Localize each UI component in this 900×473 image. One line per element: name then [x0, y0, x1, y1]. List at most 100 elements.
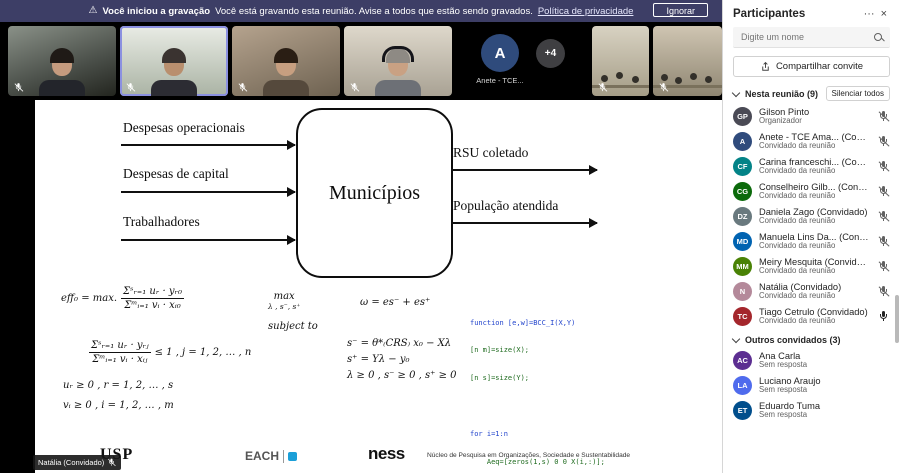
- participant-row-meiry[interactable]: MM Meiry Mesquita (Convidado)Convidado d…: [723, 254, 900, 279]
- search-icon: [872, 31, 884, 43]
- participant-role: Organizador: [759, 117, 802, 126]
- participant-name: Eduardo Tuma: [759, 400, 820, 411]
- avatar: ET: [733, 401, 752, 420]
- section-other-invitees[interactable]: Outros convidados (3): [723, 329, 900, 348]
- warning-icon: ⚠: [88, 5, 98, 16]
- formula-s-plus: s⁺ = Yλ − y₀: [347, 354, 410, 365]
- mic-muted-icon[interactable]: [877, 185, 890, 198]
- mic-muted-icon[interactable]: [877, 260, 890, 273]
- diagram-input-label-1: Despesas operacionais: [123, 120, 245, 135]
- ness-logo: ness: [368, 444, 405, 463]
- video-tile-participant-1[interactable]: [8, 26, 116, 96]
- participant-search-box[interactable]: [733, 27, 890, 48]
- mic-muted-icon: [125, 82, 135, 92]
- overflow-avatar-label: Anete - TCE...: [476, 76, 524, 85]
- mic-muted-icon[interactable]: [877, 210, 890, 223]
- arrow-output-1: [451, 165, 598, 175]
- dismiss-banner-button[interactable]: Ignorar: [653, 3, 708, 17]
- mic-muted-icon[interactable]: [877, 135, 890, 148]
- mute-all-button[interactable]: Silenciar todos: [825, 86, 890, 101]
- diagram-center-label: Municípios: [328, 181, 421, 204]
- arrow-input-3: [121, 235, 296, 245]
- participant-name: Meiry Mesquita (Convidado): [759, 256, 870, 267]
- video-tile-classroom-2[interactable]: [653, 26, 722, 96]
- diagram-output-label-2: População atendida: [453, 198, 559, 213]
- section-in-meeting[interactable]: Nesta reunião (9) Silenciar todos: [723, 80, 900, 104]
- participant-row-conselheiro[interactable]: CG Conselheiro Gilb... (Convidado)Convid…: [723, 179, 900, 204]
- mic-muted-icon[interactable]: [877, 160, 890, 173]
- screen-share-stage: Despesas operacionais Despesas de capita…: [0, 100, 722, 473]
- panel-title: Participantes: [733, 8, 806, 20]
- participant-role: Convidado da reunião: [759, 167, 836, 176]
- video-tile-participant-2[interactable]: [120, 26, 228, 96]
- participant-name: Conselheiro Gilb... (Convidado): [759, 181, 870, 192]
- each-logo: EACH: [245, 449, 298, 463]
- avatar: LA: [733, 376, 752, 395]
- participant-name: Manuela Lins Da... (Convidado): [759, 231, 870, 242]
- mic-muted-icon[interactable]: [877, 235, 890, 248]
- participant-name: Daniela Zago (Convidado): [759, 206, 868, 217]
- avatar: DZ: [733, 207, 752, 226]
- ness-caption: Núcleo de Pesquisa em Organizações, Soci…: [427, 452, 631, 459]
- formula-s-minus: s⁻ = θ*₍CRS₎ x₀ − Xλ: [347, 338, 452, 349]
- mic-muted-icon: [13, 82, 23, 92]
- avatar: CF: [733, 157, 752, 176]
- mic-muted-icon: [237, 82, 247, 92]
- share-invite-button[interactable]: Compartilhar convite: [733, 56, 890, 77]
- mic-muted-icon[interactable]: [877, 285, 890, 298]
- diagram-input-label-2: Despesas de capital: [123, 166, 229, 181]
- search-input[interactable]: [739, 31, 872, 43]
- overflow-avatar-anete[interactable]: A: [481, 34, 519, 72]
- meeting-stage-column: ⚠ Você iniciou a gravação Você está grav…: [0, 0, 722, 473]
- more-options-icon[interactable]: ···: [863, 7, 875, 20]
- more-participants-bubble[interactable]: +4: [536, 39, 565, 68]
- arrow-output-2: [451, 218, 598, 228]
- participant-role: Convidado da reunião: [759, 192, 836, 201]
- matlab-code-block: function [e,w]=BCC_I(X,Y) [n m]=size(X);…: [470, 318, 605, 467]
- participant-row-tiago[interactable]: TC Tiago Cetrulo (Convidado)Convidado da…: [723, 304, 900, 329]
- participant-status: Sem resposta: [759, 411, 808, 420]
- mic-on-icon[interactable]: [877, 310, 890, 323]
- panel-scrollbar[interactable]: [895, 295, 899, 343]
- avatar: A: [733, 132, 752, 151]
- participants-panel: Participantes ··· × Compartilhar convite…: [722, 0, 900, 473]
- mic-muted-icon: [658, 82, 668, 92]
- participant-name: Ana Carla: [759, 350, 801, 361]
- video-tile-participant-4[interactable]: [344, 26, 452, 96]
- mic-muted-icon: [349, 82, 359, 92]
- formula-v-nonneg: vᵢ ≥ 0 , i = 1, 2, … , m: [63, 400, 174, 411]
- diagram-center-box: Municípios: [296, 108, 453, 278]
- recording-banner: ⚠ Você iniciou a gravação Você está grav…: [0, 0, 722, 22]
- participant-row-daniela[interactable]: DZ Daniela Zago (Convidado)Convidado da …: [723, 204, 900, 229]
- participant-role: Convidado da reunião: [759, 217, 836, 226]
- banner-message: Você está gravando esta reunião. Avise a…: [215, 5, 533, 17]
- participant-row-manuela[interactable]: MD Manuela Lins Da... (Convidado)Convida…: [723, 229, 900, 254]
- participant-row-anete[interactable]: A Anete - TCE Ama... (Convidado)Convidad…: [723, 129, 900, 154]
- participant-name: Gilson Pinto: [759, 106, 810, 117]
- close-panel-icon[interactable]: ×: [880, 7, 887, 20]
- video-tile-participant-3[interactable]: [232, 26, 340, 96]
- avatar: MD: [733, 232, 752, 251]
- participant-role: Convidado da reunião: [759, 317, 836, 326]
- video-tile-classroom-1[interactable]: [592, 26, 649, 96]
- participant-row-carina[interactable]: CF Carina franceschi... (Convidado)Convi…: [723, 154, 900, 179]
- participant-role: Convidado da reunião: [759, 242, 836, 251]
- participant-status: Sem resposta: [759, 386, 808, 395]
- participant-row-natalia[interactable]: N Natália (Convidado)Convidado da reuniã…: [723, 279, 900, 304]
- participant-name: Carina franceschi... (Convidado): [759, 156, 870, 167]
- chevron-down-icon: [731, 88, 741, 97]
- mic-muted-icon[interactable]: [877, 110, 890, 123]
- arrow-input-1: [121, 140, 296, 150]
- participant-video-silhouette: [34, 48, 90, 96]
- privacy-policy-link[interactable]: Política de privacidade: [537, 5, 634, 17]
- presenter-name-badge: Natália (Convidado): [33, 455, 122, 470]
- formula-nonnegativity: λ ≥ 0 , s⁻ ≥ 0 , s⁺ ≥ 0: [347, 370, 457, 381]
